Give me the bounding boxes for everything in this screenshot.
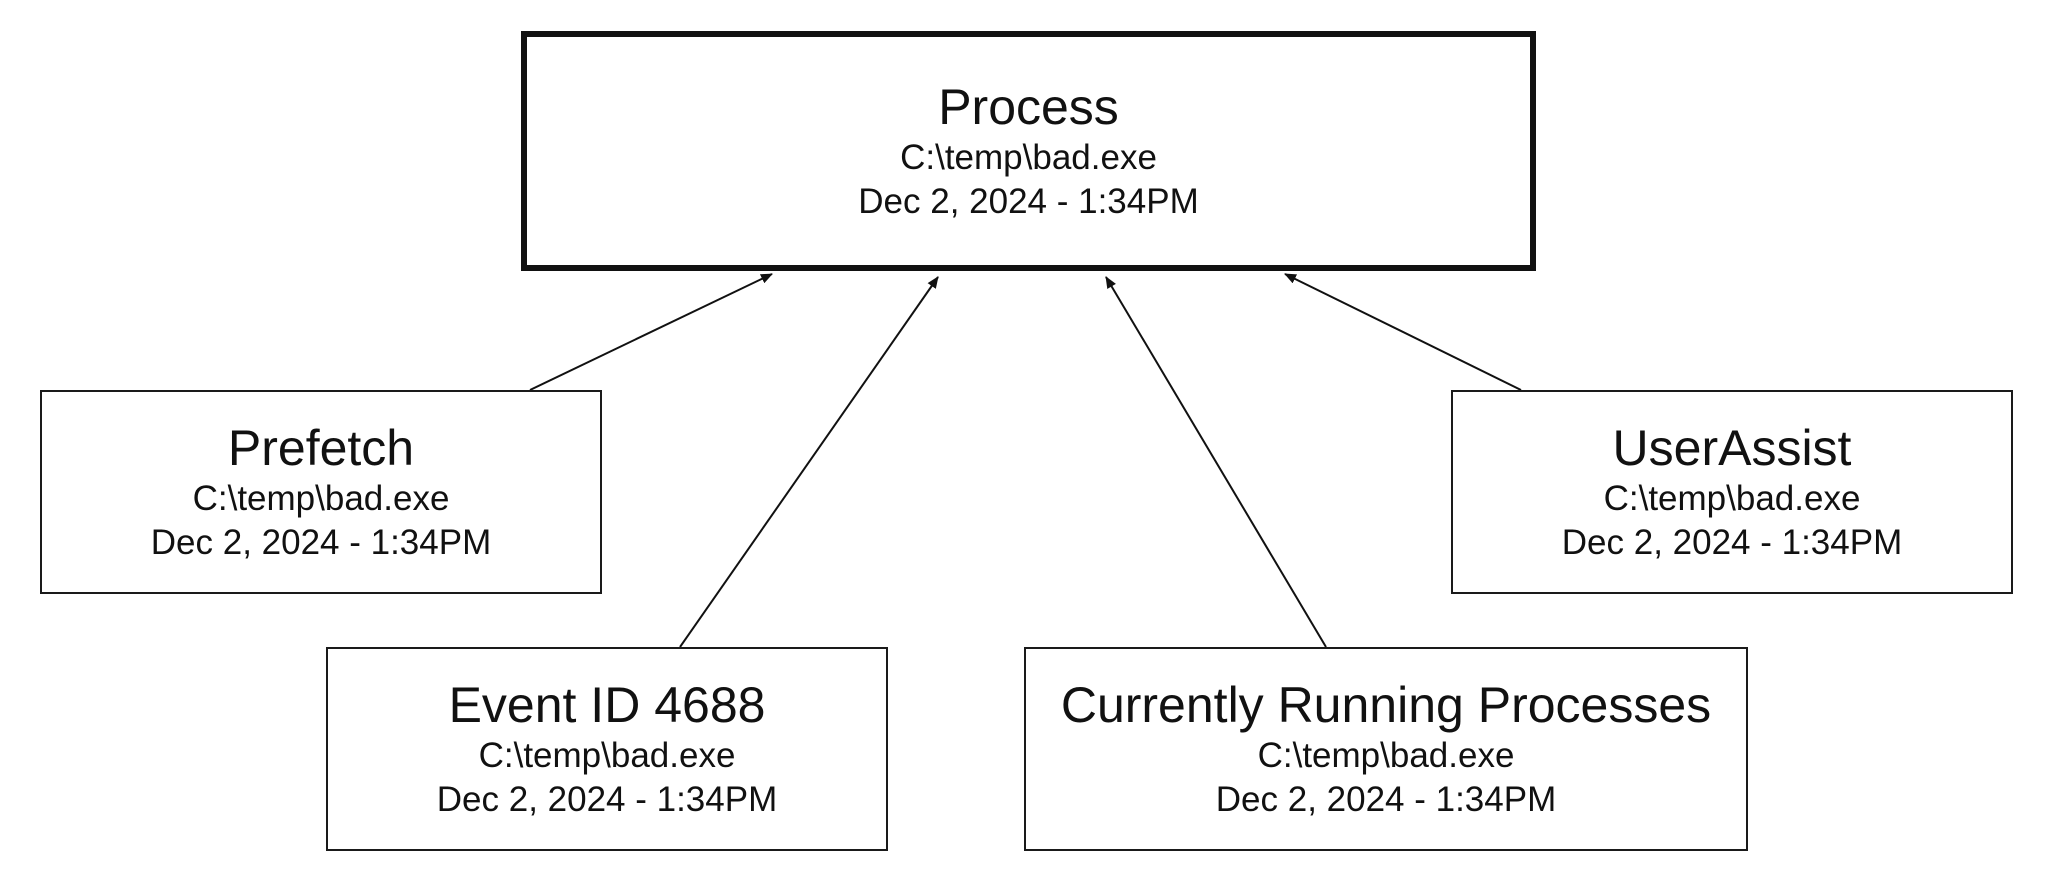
arrow-userassist-to-process [1284, 273, 1522, 391]
node-path: C:\temp\bad.exe [1257, 736, 1515, 775]
event-id-4688-node: Event ID 4688 C:\temp\bad.exe Dec 2, 202… [326, 647, 888, 851]
node-title: Prefetch [227, 420, 415, 476]
node-path: C:\temp\bad.exe [900, 138, 1157, 177]
node-path: C:\temp\bad.exe [192, 479, 450, 518]
userassist-node: UserAssist C:\temp\bad.exe Dec 2, 2024 -… [1451, 390, 2013, 594]
arrow-running-processes-to-process [1105, 276, 1327, 648]
node-title: Event ID 4688 [448, 677, 766, 733]
process-node: Process C:\temp\bad.exe Dec 2, 2024 - 1:… [521, 31, 1536, 271]
node-timestamp: Dec 2, 2024 - 1:34PM [1561, 523, 1903, 562]
arrow-event-4688-to-process [679, 276, 939, 648]
node-path: C:\temp\bad.exe [478, 736, 736, 775]
node-path: C:\temp\bad.exe [1603, 479, 1861, 518]
node-title: Currently Running Processes [1060, 677, 1712, 733]
node-title: UserAssist [1612, 420, 1852, 476]
currently-running-processes-node: Currently Running Processes C:\temp\bad.… [1024, 647, 1748, 851]
arrow-prefetch-to-process [529, 273, 773, 391]
prefetch-node: Prefetch C:\temp\bad.exe Dec 2, 2024 - 1… [40, 390, 602, 594]
node-title: Process [938, 79, 1119, 135]
node-timestamp: Dec 2, 2024 - 1:34PM [1215, 780, 1557, 819]
node-timestamp: Dec 2, 2024 - 1:34PM [858, 182, 1199, 221]
node-timestamp: Dec 2, 2024 - 1:34PM [436, 780, 778, 819]
node-timestamp: Dec 2, 2024 - 1:34PM [150, 523, 492, 562]
